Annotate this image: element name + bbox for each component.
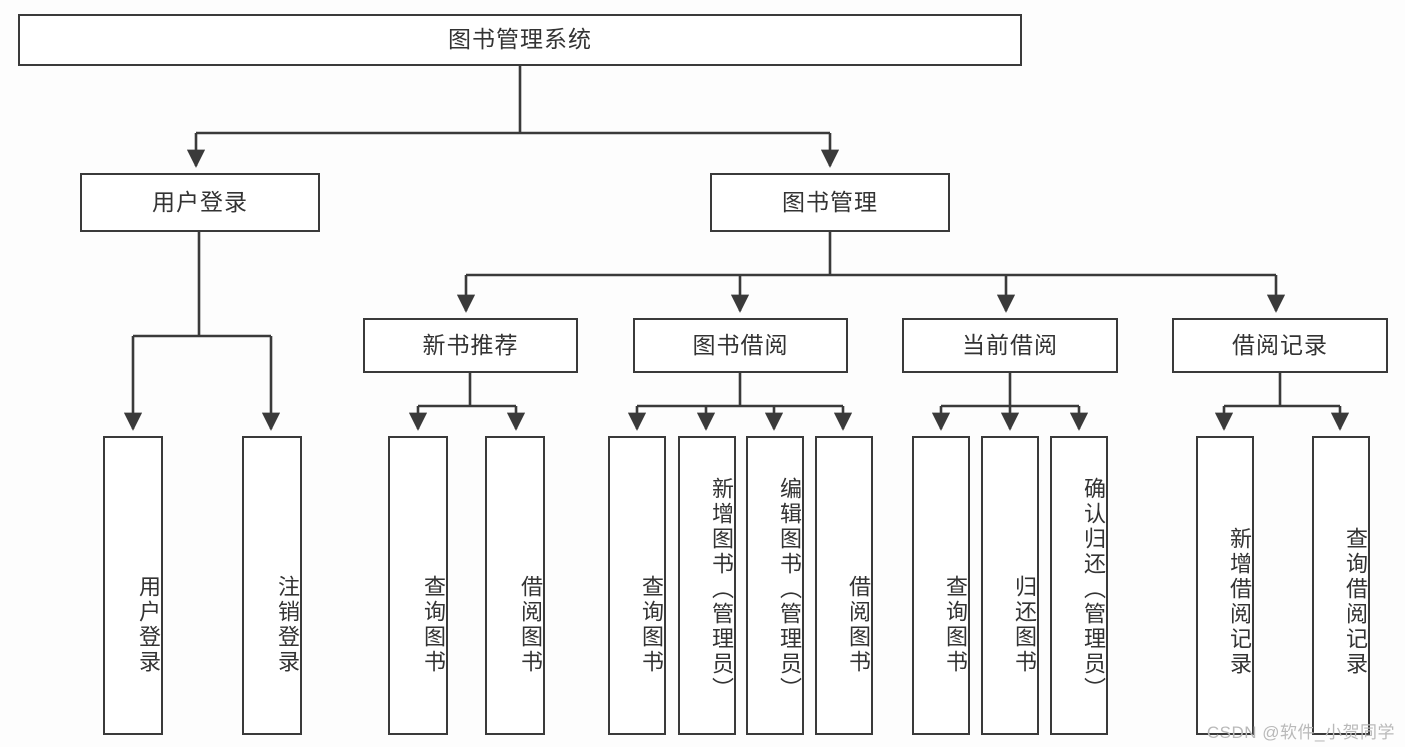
node-leaf-query-book-2-label: 查询图书 [639, 574, 664, 675]
node-user-login[interactable]: 用户登录 [80, 173, 320, 232]
node-leaf-logout[interactable]: 注销登录 [242, 436, 302, 735]
node-borrow-record-label: 借阅记录 [1232, 331, 1328, 358]
node-leaf-borrow-book-2[interactable]: 借阅图书 [815, 436, 873, 735]
node-leaf-add-book-label: 新增图书（管理员） [709, 477, 734, 702]
node-borrow-record[interactable]: 借阅记录 [1172, 318, 1388, 373]
node-book-borrow-label: 图书借阅 [692, 331, 789, 358]
node-leaf-query-record-label: 查询借阅记录 [1343, 527, 1368, 677]
node-user-login-label: 用户登录 [152, 188, 248, 215]
node-book-borrow[interactable]: 图书借阅 [633, 318, 848, 373]
node-leaf-return-book-label: 归还图书 [1012, 574, 1037, 675]
node-leaf-query-book-3-label: 查询图书 [943, 574, 968, 675]
node-leaf-borrow-book-1-label: 借阅图书 [518, 574, 543, 675]
node-new-book-rec[interactable]: 新书推荐 [363, 318, 578, 373]
node-leaf-logout-label: 注销登录 [275, 574, 300, 675]
node-leaf-confirm-return[interactable]: 确认归还（管理员） [1050, 436, 1108, 735]
node-leaf-borrow-book-2-label: 借阅图书 [846, 574, 871, 675]
node-leaf-query-book-1[interactable]: 查询图书 [388, 436, 448, 735]
node-leaf-edit-book-label: 编辑图书（管理员） [777, 477, 802, 702]
node-new-book-rec-label: 新书推荐 [422, 331, 519, 358]
node-leaf-query-record[interactable]: 查询借阅记录 [1312, 436, 1370, 735]
node-root[interactable]: 图书管理系统 [18, 14, 1022, 66]
node-book-manage-label: 图书管理 [782, 188, 878, 215]
node-leaf-query-book-2[interactable]: 查询图书 [608, 436, 666, 735]
node-leaf-user-login[interactable]: 用户登录 [103, 436, 163, 735]
node-leaf-edit-book[interactable]: 编辑图书（管理员） [746, 436, 804, 735]
node-leaf-borrow-book-1[interactable]: 借阅图书 [485, 436, 545, 735]
node-leaf-query-book-3[interactable]: 查询图书 [912, 436, 970, 735]
node-leaf-add-record-label: 新增借阅记录 [1227, 527, 1252, 677]
node-current-borrow-label: 当前借阅 [962, 331, 1058, 358]
node-leaf-confirm-return-label: 确认归还（管理员） [1081, 477, 1106, 702]
node-leaf-add-book[interactable]: 新增图书（管理员） [678, 436, 736, 735]
node-book-manage[interactable]: 图书管理 [710, 173, 950, 232]
node-leaf-user-login-label: 用户登录 [136, 574, 161, 675]
node-current-borrow[interactable]: 当前借阅 [902, 318, 1118, 373]
node-leaf-return-book[interactable]: 归还图书 [981, 436, 1039, 735]
node-root-label: 图书管理系统 [448, 26, 592, 53]
node-leaf-add-record[interactable]: 新增借阅记录 [1196, 436, 1254, 735]
node-leaf-query-book-1-label: 查询图书 [421, 574, 446, 675]
